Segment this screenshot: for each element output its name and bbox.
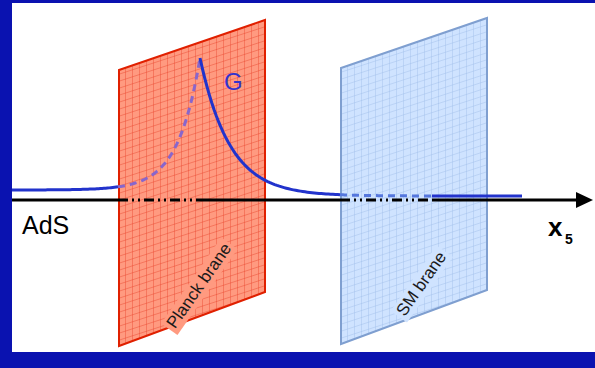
field-label: G: [224, 70, 243, 94]
region-label: AdS: [22, 213, 69, 238]
axis-label: x: [548, 214, 562, 240]
axis-arrowhead: [576, 192, 593, 208]
brane-label: SM brane: [391, 245, 453, 322]
brane-label: Planck brane: [161, 237, 238, 335]
graviton-profile: [12, 187, 118, 190]
brane-plane: SM brane: [340, 16, 488, 346]
axis-line: [205, 199, 340, 202]
brane-plane: Planck brane: [118, 18, 266, 348]
axis-line: [432, 199, 578, 202]
axis-subscript: 5: [565, 232, 573, 246]
graviton-profile: [432, 194, 522, 197]
axis-line: [12, 199, 118, 202]
